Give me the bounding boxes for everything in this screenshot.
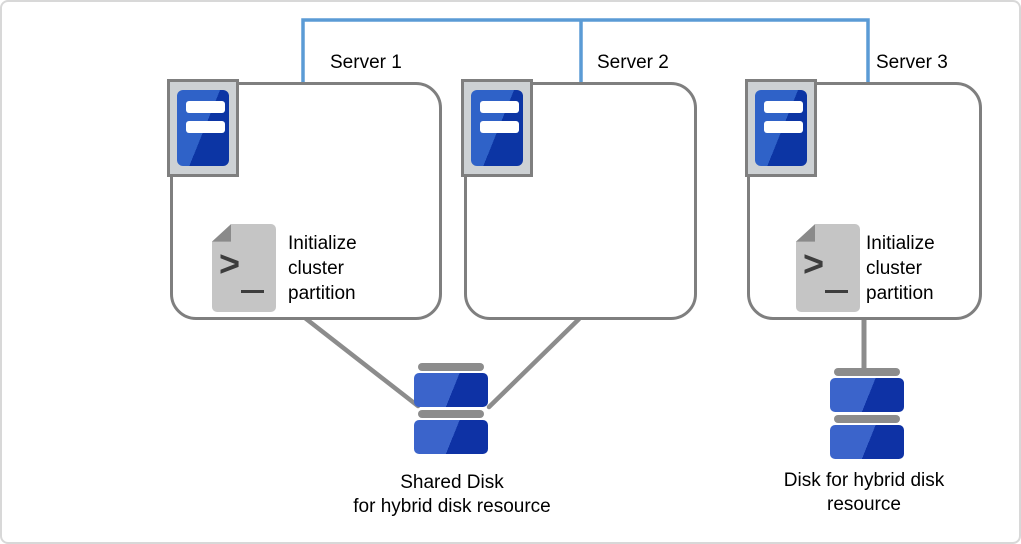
server-tower	[177, 90, 229, 166]
server-slot	[764, 101, 803, 113]
disk-cap	[418, 410, 484, 418]
server1-script-icon: >	[212, 224, 276, 312]
network-bus-line	[301, 18, 870, 82]
disk-platter	[830, 378, 904, 412]
disk-platter	[414, 373, 488, 407]
server-slot	[764, 121, 803, 133]
server3-server-icon	[745, 79, 817, 177]
server2-box	[464, 82, 697, 320]
server-slot	[480, 121, 519, 133]
server3-script-icon: >	[796, 224, 860, 312]
disk-platter	[830, 425, 904, 459]
server-slot	[480, 101, 519, 113]
shared-disk-icon	[414, 363, 488, 457]
server2-server-icon	[461, 79, 533, 177]
script-underscore-glyph	[825, 290, 848, 293]
disk-cap	[834, 415, 900, 423]
server2-shared-disk-line	[486, 316, 582, 410]
server-tower	[755, 90, 807, 166]
server3-script-label: Initialize cluster partition	[866, 233, 935, 304]
disk-cap	[418, 363, 484, 371]
server-slot	[186, 101, 225, 113]
server1-label: Server 1	[330, 52, 402, 73]
server2-label: Server 2	[597, 52, 669, 73]
server1-shared-disk-line	[302, 315, 421, 409]
script-prompt-glyph: >	[803, 243, 825, 284]
server1-script-label: Initialize cluster partition	[288, 233, 357, 304]
disk-cap	[834, 368, 900, 376]
hybrid-disk-icon	[830, 368, 904, 462]
server3-label: Server 3	[876, 52, 948, 73]
server1-server-icon	[167, 79, 239, 177]
shared-disk-label: Shared Disk for hybrid disk resource	[353, 472, 551, 517]
script-fold-corner	[796, 224, 816, 242]
script-underscore-glyph	[241, 290, 264, 293]
script-fold-corner	[212, 224, 232, 242]
hybrid-disk-label: Disk for hybrid disk resource	[783, 470, 945, 515]
disk-platter	[414, 420, 488, 454]
server-tower	[471, 90, 523, 166]
script-prompt-glyph: >	[219, 243, 241, 284]
server-slot	[186, 121, 225, 133]
